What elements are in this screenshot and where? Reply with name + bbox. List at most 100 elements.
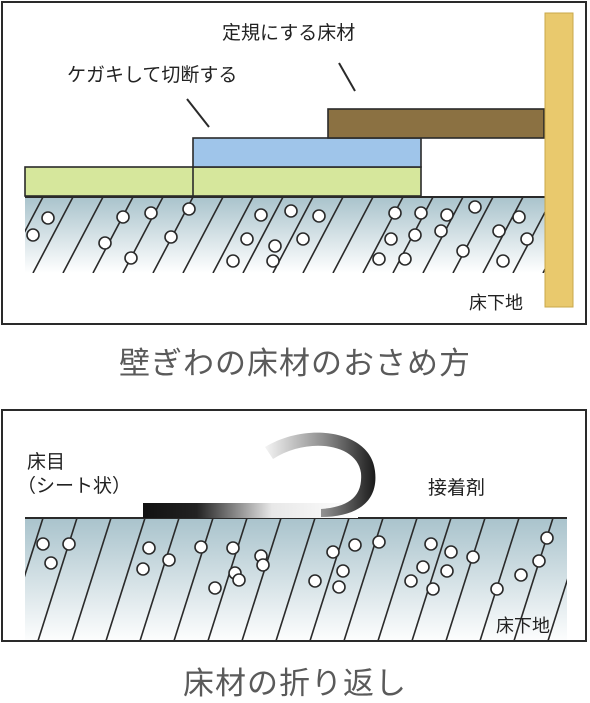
aggregate-dot: [520, 232, 534, 246]
aggregate-dot: [240, 232, 254, 246]
caption-wall-edge: 壁ぎわの床材のおさめ方: [119, 346, 471, 382]
hatch-line: [105, 518, 146, 640]
subfloor-hatching: [25, 518, 587, 642]
subfloor-aggregate-dots: [36, 531, 554, 596]
aggregate-dot: [424, 537, 438, 551]
hatch-line: [32, 197, 74, 273]
hatch-line: [242, 197, 284, 273]
hatch-line: [275, 518, 316, 640]
aggregate-dot: [162, 553, 176, 567]
brown-guide-board: [327, 108, 545, 139]
aggregate-dot: [398, 252, 412, 266]
aggregate-dot: [142, 541, 156, 555]
aggregate-dot: [232, 573, 246, 587]
wall-edge-diagram: [24, 12, 587, 308]
aggregate-dot: [296, 232, 310, 246]
aggregate-dot: [124, 251, 138, 265]
aggregate-dot: [308, 574, 322, 588]
sheet-flat-part: [143, 503, 358, 518]
hatch-line: [241, 518, 282, 640]
aggregate-dot: [388, 206, 402, 220]
aggregate-dot: [426, 582, 440, 596]
hatch-line: [302, 197, 344, 273]
aggregate-dot: [466, 550, 480, 564]
aggregate-dot: [490, 582, 504, 596]
aggregate-dot: [62, 537, 76, 551]
hatch-line: [573, 197, 587, 273]
aggregate-dot: [414, 206, 428, 220]
hatch-line: [182, 197, 224, 273]
fold-back-panel: 床目 （シート状） 接着剤 床下地: [1, 409, 587, 642]
hatch-line: [92, 197, 134, 273]
aggregate-dot: [372, 252, 386, 266]
aggregate-dot: [440, 564, 454, 578]
hatch-line: [207, 518, 248, 640]
aggregate-dot: [164, 230, 178, 244]
hatch-line: [25, 197, 44, 233]
label-flooring-line2: （シート状）: [17, 475, 132, 497]
aggregate-dot: [182, 202, 196, 216]
label-cut: ケガキして切断する: [67, 64, 238, 86]
hatch-line: [71, 518, 112, 640]
aggregate-dot: [404, 574, 418, 588]
blue-cut-board: [192, 137, 422, 168]
aggregate-dot: [444, 545, 458, 559]
wall: [544, 12, 574, 308]
aggregate-dot: [256, 558, 270, 572]
hatch-line: [512, 210, 545, 273]
aggregate-dot: [194, 540, 208, 554]
subfloor-aggregate-dots: [26, 200, 534, 268]
aggregate-dot: [434, 224, 448, 238]
aggregate-dot: [512, 210, 526, 224]
aggregate-dot: [98, 236, 112, 250]
hatch-line: [139, 518, 180, 640]
aggregate-dot: [540, 531, 554, 545]
label-subfloor: 床下地: [496, 616, 550, 637]
aggregate-dot: [384, 232, 398, 246]
hatch-line: [377, 518, 418, 640]
aggregate-dot: [116, 210, 130, 224]
aggregate-dot: [226, 541, 240, 555]
hatch-line: [332, 197, 374, 273]
aggregate-dot: [326, 545, 340, 559]
aggregate-dot: [266, 254, 280, 268]
aggregate-dot: [408, 228, 422, 242]
aggregate-dot: [144, 206, 158, 220]
green-board-right: [192, 166, 422, 197]
fold-back-diagram: [25, 432, 587, 642]
aggregate-dot: [136, 562, 150, 576]
aggregate-dot: [312, 209, 326, 223]
hatch-line: [581, 518, 587, 642]
aggregate-dot: [532, 554, 546, 568]
aggregate-dot: [332, 580, 346, 594]
aggregate-dot: [440, 208, 454, 222]
aggregate-dot: [268, 239, 282, 253]
hatch-line: [445, 518, 486, 640]
aggregate-dot: [372, 535, 386, 549]
aggregate-dot: [226, 254, 240, 268]
hatch-line: [25, 518, 44, 578]
hatch-line: [411, 518, 452, 640]
aggregate-dot: [284, 204, 298, 218]
aggregate-dot: [492, 224, 506, 238]
aggregate-dot: [348, 538, 362, 552]
aggregate-dot: [41, 211, 55, 225]
hatch-line: [479, 518, 520, 640]
hatch-line: [212, 197, 254, 273]
label-flooring-line1: 床目: [27, 451, 66, 473]
aggregate-dot: [456, 244, 470, 258]
aggregate-dot: [416, 560, 430, 574]
hatch-line: [547, 578, 567, 640]
aggregate-dot: [36, 537, 50, 551]
green-board-left: [24, 166, 195, 197]
aggregate-dot: [336, 564, 350, 578]
caption-fold-back: 床材の折り返し: [183, 666, 407, 702]
hatch-line: [452, 197, 494, 273]
label-fixed-material: 定規にする床材: [222, 22, 356, 44]
pointer-cut: [186, 98, 210, 128]
label-subfloor: 床下地: [469, 293, 523, 314]
hatch-line: [62, 197, 104, 273]
aggregate-dot: [208, 581, 222, 595]
pointer-fixed-material: [338, 62, 356, 92]
aggregate-dot: [44, 556, 58, 570]
